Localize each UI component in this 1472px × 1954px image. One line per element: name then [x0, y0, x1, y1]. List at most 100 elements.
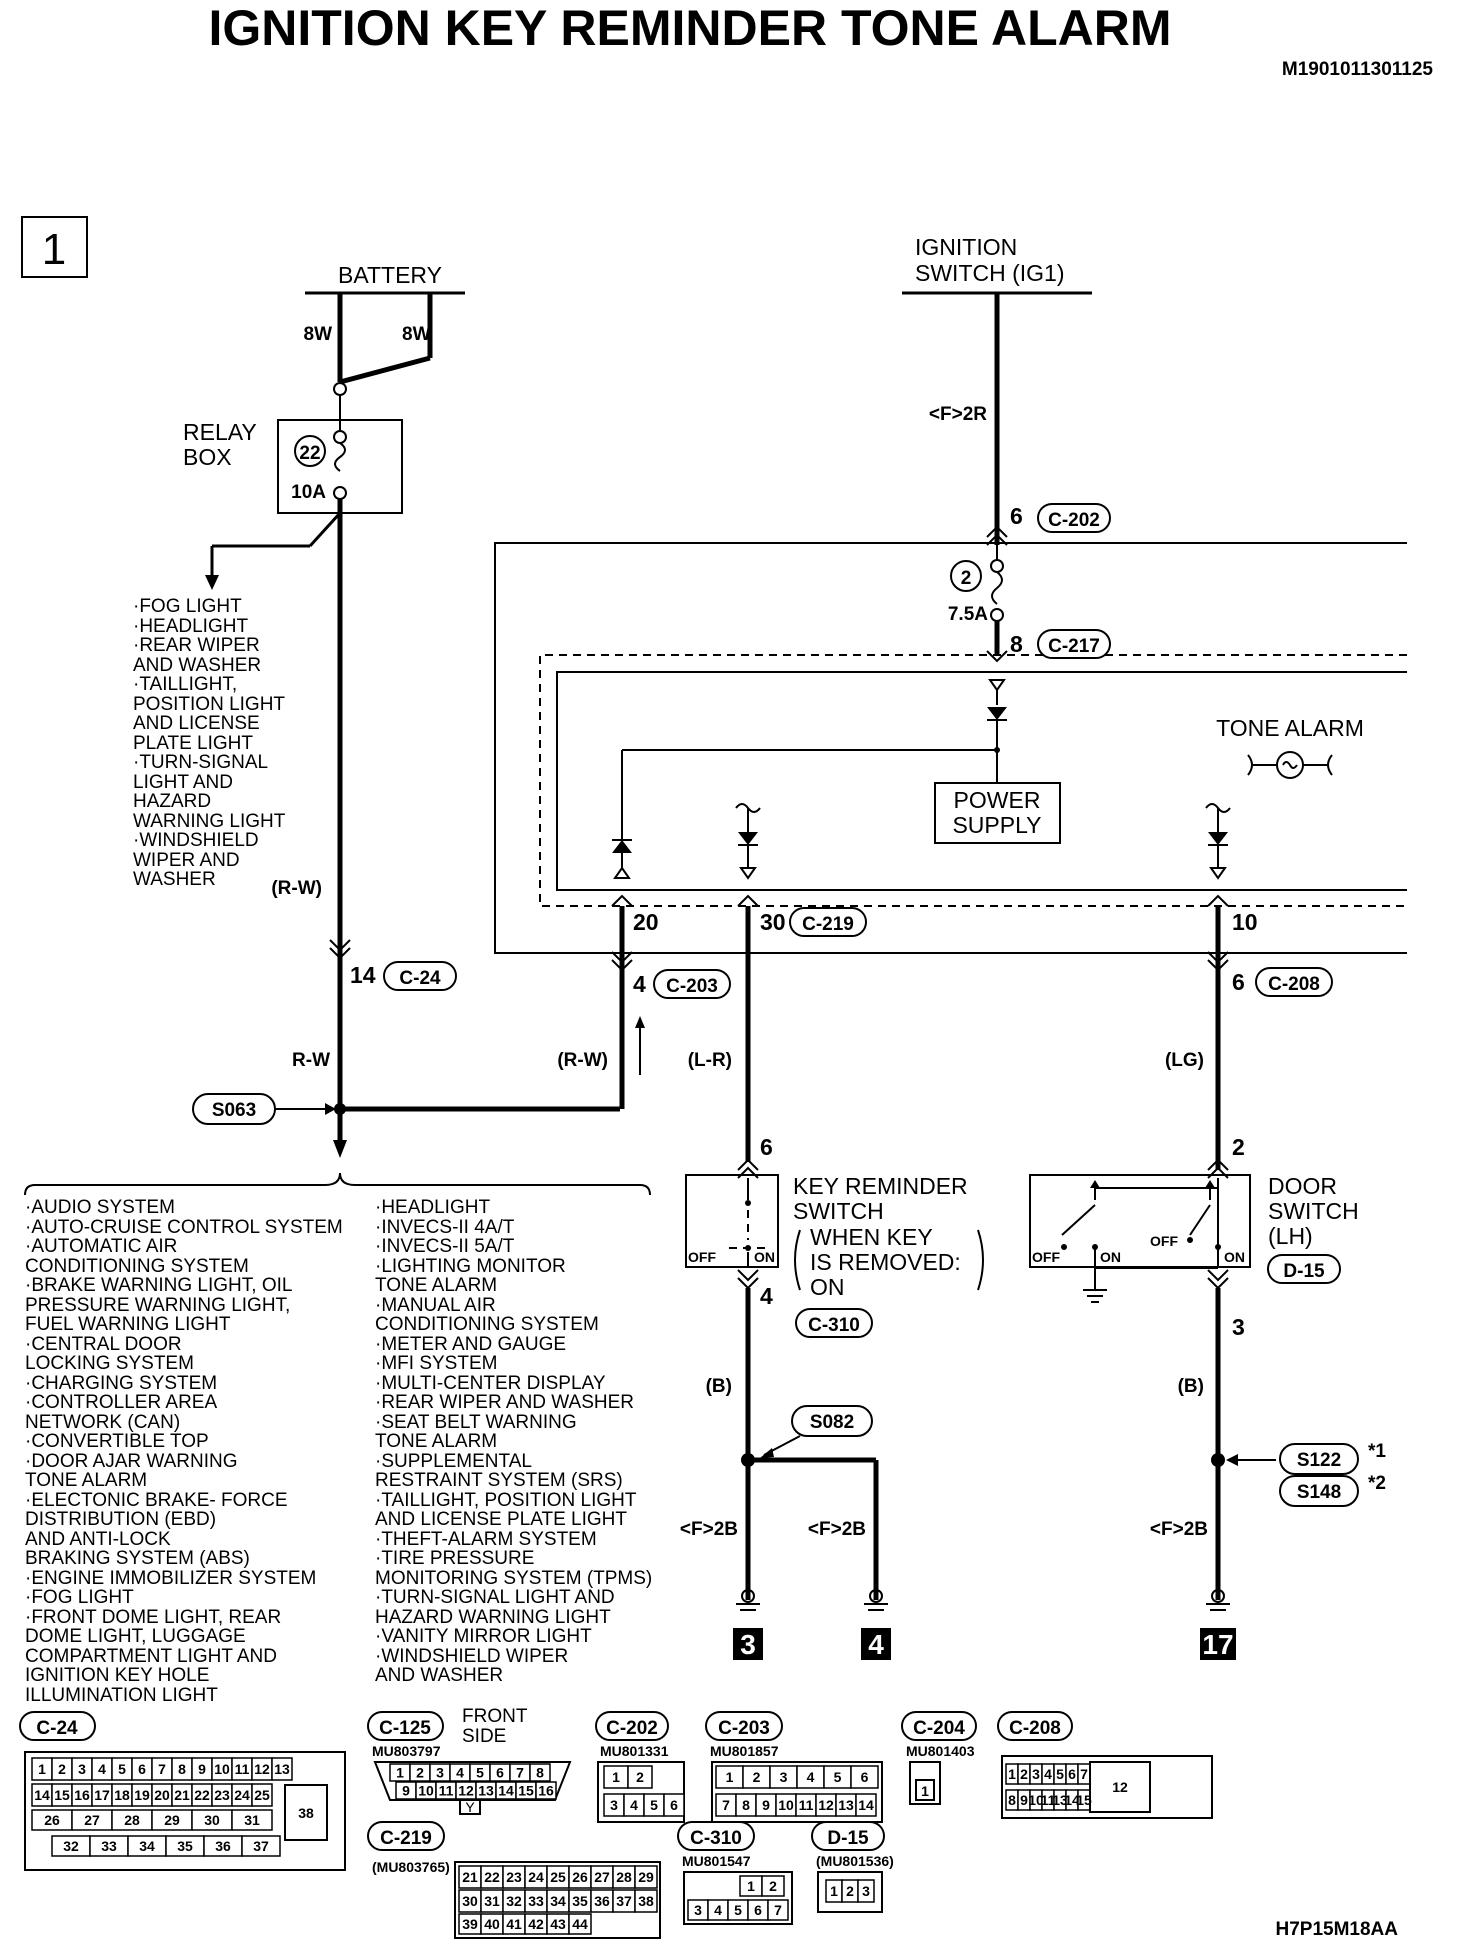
pin20-wire: 20 4 C-203 (R-W) [557, 894, 731, 1109]
ground-3: 3 [733, 1589, 763, 1660]
splice-note-1: *1 [1368, 1441, 1386, 1462]
connector-pin-cell [241, 1835, 281, 1857]
connector-pin-number: 2 [416, 1765, 424, 1781]
connector-pin-number: 33 [101, 1838, 117, 1854]
c219-view-name: C-219 [380, 1828, 432, 1849]
c125-part: MU803797 [372, 1743, 441, 1759]
ground-4: 4 [861, 1589, 891, 1660]
d15-view-name: D-15 [827, 1828, 869, 1849]
c24-view-name: C-24 [36, 1718, 78, 1739]
c203-view-name: C-203 [718, 1718, 770, 1739]
connector-pin-number: 15 [54, 1787, 70, 1803]
connector-pin-number: 36 [215, 1838, 231, 1854]
connector-pin-number: 28 [616, 1869, 632, 1885]
system-item: NETWORK (CAN) [25, 1412, 180, 1433]
system-item: CONDITIONING SYSTEM [375, 1314, 599, 1335]
module-outer-box [494, 542, 1407, 954]
tone-alarm: TONE ALARM [1216, 715, 1364, 779]
connector-pin-number: 14 [858, 1797, 874, 1813]
relay-box-label-2: BOX [183, 444, 232, 470]
system-item: MONITORING SYSTEM (TPMS) [375, 1568, 652, 1589]
connector-pin-number: 5 [1056, 1766, 1064, 1782]
splice-s063: S063 [212, 1100, 256, 1121]
pin-c24: 14 [350, 962, 376, 988]
system-item: FUEL WARNING LIGHT [25, 1314, 231, 1335]
connector-pin-number: 10 [1028, 1792, 1044, 1808]
system-item: ·WINDSHIELD WIPER [375, 1646, 568, 1667]
connector-pin-number: 20 [154, 1787, 170, 1803]
connector-pin-number: 4 [630, 1797, 638, 1813]
system-item: LOCKING SYSTEM [25, 1353, 194, 1374]
connector-pin-number: 16 [74, 1787, 90, 1803]
relay-branch-item: AND LICENSE [133, 713, 260, 734]
connector-pin-cell [634, 1889, 658, 1913]
connector-pin-number: 37 [253, 1838, 269, 1854]
battery-wire-right: 8W [402, 324, 431, 345]
system-item: AND LICENSE PLATE LIGHT [375, 1509, 627, 1530]
connector-pin-number: 3 [78, 1761, 86, 1777]
figure-code: H7P15M18AA [1276, 1919, 1399, 1940]
connector-c208-label: C-208 [1268, 974, 1320, 995]
connector-pin-number: 19 [134, 1787, 150, 1803]
connector-pin-cell [231, 1809, 273, 1831]
connector-pin-number: 32 [506, 1893, 522, 1909]
connector-pin-cell [627, 1765, 653, 1789]
connector-pin-number: 7 [158, 1761, 166, 1777]
connector-pin-number: 28 [124, 1812, 140, 1828]
connector-pin-number: 6 [1068, 1766, 1076, 1782]
connector-pin-number: 35 [177, 1838, 193, 1854]
module-dashed-box [539, 654, 1407, 907]
connector-pin-number: 3 [862, 1883, 870, 1899]
system-item: ·CENTRAL DOOR [25, 1334, 182, 1355]
c204-view-name: C-204 [913, 1718, 965, 1739]
connector-pin-number: 2 [846, 1883, 854, 1899]
pin-key-out: 4 [760, 1283, 773, 1309]
ground-number-3: 3 [740, 1629, 756, 1660]
ignition-switch-label-1: IGNITION [915, 234, 1017, 260]
connector-pin-number: 5 [650, 1797, 658, 1813]
relay-branch-item: WASHER [133, 869, 216, 890]
connector-pin-number: 2 [1020, 1766, 1028, 1782]
systems-list-left: ·AUDIO SYSTEM ·AUTO-CRUISE CONTROL SYSTE… [25, 1197, 343, 1706]
connector-pin-number: 12 [458, 1783, 474, 1799]
door-switch-circuit: 10 6 C-208 (LG) 2 OFF ON OFF ON [1029, 894, 1386, 1600]
system-item: TONE ALARM [375, 1275, 497, 1296]
connector-pin-number: 8 [1008, 1792, 1016, 1808]
internal-circuit: POWER SUPPLY [612, 679, 1231, 880]
connector-pin-number: 15 [518, 1783, 534, 1799]
connector-c24-label: C-24 [399, 968, 441, 989]
connector-pin-number: 10 [418, 1783, 434, 1799]
connector-pin-number: 3 [694, 1902, 702, 1918]
connector-pin-number: 42 [528, 1916, 544, 1932]
connector-pin-number: 21 [462, 1869, 478, 1885]
pin-door-in: 2 [1232, 1134, 1245, 1160]
relay-branch-list: ·FOG LIGHT ·HEADLIGHT ·REAR WIPER AND WA… [133, 596, 286, 890]
system-item: BRAKING SYSTEM (ABS) [25, 1548, 250, 1569]
battery-block: BATTERY 8W 8W [304, 262, 465, 385]
connector-pin-number: 24 [234, 1787, 250, 1803]
connector-pin-number: 7 [1080, 1766, 1088, 1782]
connector-pin-number: 34 [139, 1838, 155, 1854]
connector-pin-number: 1 [747, 1878, 755, 1894]
system-item: ·HEADLIGHT [375, 1197, 490, 1218]
connector-pin-number: 43 [550, 1916, 566, 1932]
connector-pin-number: 6 [670, 1797, 678, 1813]
system-item: ·AUDIO SYSTEM [25, 1197, 175, 1218]
module-inner-box [556, 671, 1407, 891]
power-supply-label-1: POWER [954, 787, 1041, 813]
key-reminder-condition-1: WHEN KEY [810, 1224, 933, 1250]
system-item: COMPARTMENT LIGHT AND [25, 1646, 277, 1667]
connector-pin-number: 1 [396, 1765, 404, 1781]
system-item: TONE ALARM [375, 1431, 497, 1452]
connector-pin-number: 22 [484, 1869, 500, 1885]
system-item: ·METER AND GAUGE [375, 1334, 566, 1355]
connector-pin-number: 4 [714, 1902, 722, 1918]
system-item: ·FOG LIGHT [25, 1587, 134, 1608]
system-item: ·TURN-SIGNAL LIGHT AND [375, 1587, 615, 1608]
connector-pin-number: 22 [194, 1787, 210, 1803]
connector-pin-number: 14 [1064, 1792, 1080, 1808]
connector-pin-number: 1 [830, 1883, 838, 1899]
